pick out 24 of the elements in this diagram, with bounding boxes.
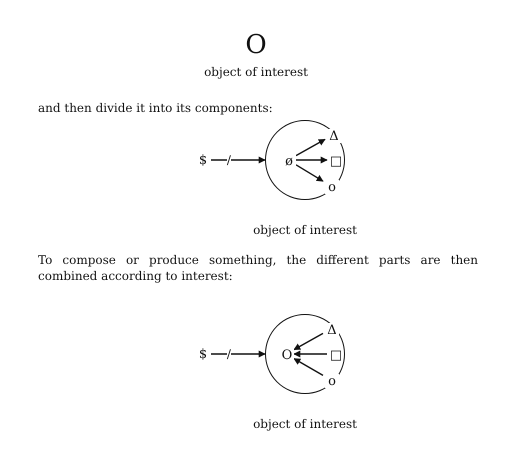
node-label: object of interest [252, 416, 358, 432]
arrow [296, 156, 328, 164]
arrow [293, 332, 324, 350]
node-label: object of interest [252, 222, 358, 238]
large-letter: O [244, 30, 268, 60]
symbol: □ [329, 154, 343, 168]
arrow [296, 138, 326, 156]
circle-outline [265, 120, 345, 200]
arrow [211, 156, 266, 164]
symbol: o [325, 374, 339, 388]
arrow [211, 350, 266, 358]
edge-label: / [226, 348, 231, 360]
arrow [296, 164, 324, 182]
caption: object of interest [203, 64, 309, 80]
edge-label: / [226, 154, 231, 166]
symbol: □ [329, 348, 343, 362]
circle-outline [265, 314, 345, 394]
arrow [293, 358, 324, 376]
symbol: Δ [325, 323, 339, 337]
arrow [293, 350, 327, 358]
symbol: o [325, 180, 339, 194]
paragraph: and then divide it into its components: [38, 100, 274, 116]
paragraph: To compose or produce something, the different parts are then combined according to interest: [38, 252, 478, 284]
symbol: Δ [327, 129, 341, 143]
